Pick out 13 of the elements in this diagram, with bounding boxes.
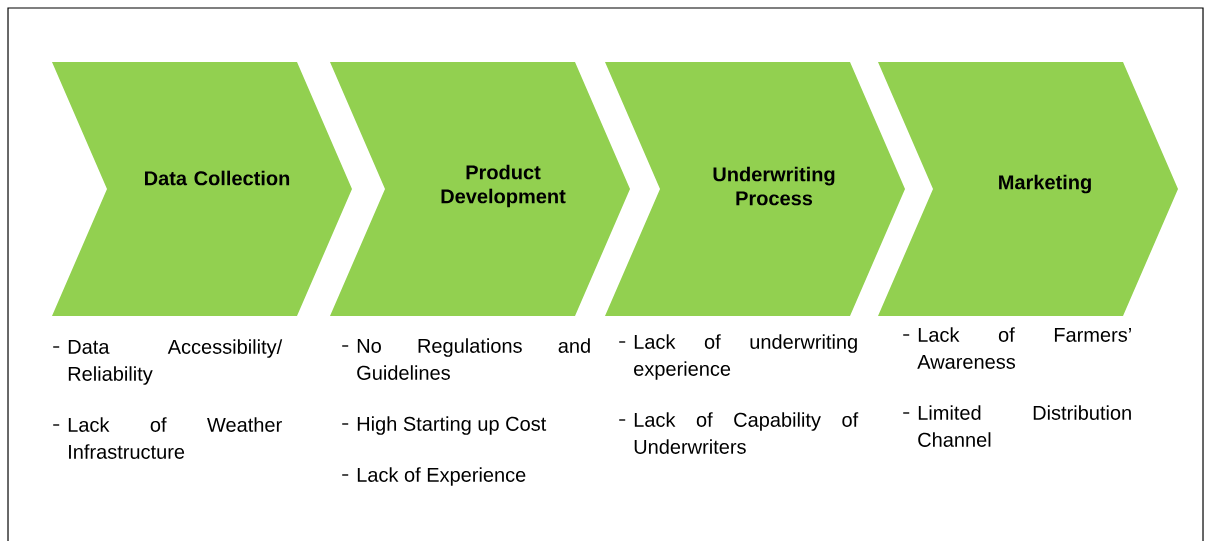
bullet-item: Limited Distribution Channel	[918, 405, 1131, 447]
bullet-item: Lack of Experience	[357, 467, 526, 486]
bullet-item: Data Accessibility/ Reliability	[68, 339, 283, 385]
chevron-step: Product Development	[330, 62, 630, 316]
bullet-item: High Starting up Cost	[357, 416, 547, 435]
bullet-item: Lack of Capability of Underwriters	[634, 412, 859, 454]
bullet-item: Lack of Farmers’ Awareness	[917, 327, 1131, 369]
chevron-step: Underwriting Process	[605, 62, 905, 316]
bullet-item: Lack of underwriting experience	[634, 334, 857, 380]
chevron-step: Data Collection	[52, 62, 352, 316]
chevron-step: Marketing	[878, 62, 1178, 316]
bullet-item: Lack of Weather Infrastructure	[68, 417, 282, 459]
bullet-item: No Regulations and Guidelines	[357, 338, 590, 380]
